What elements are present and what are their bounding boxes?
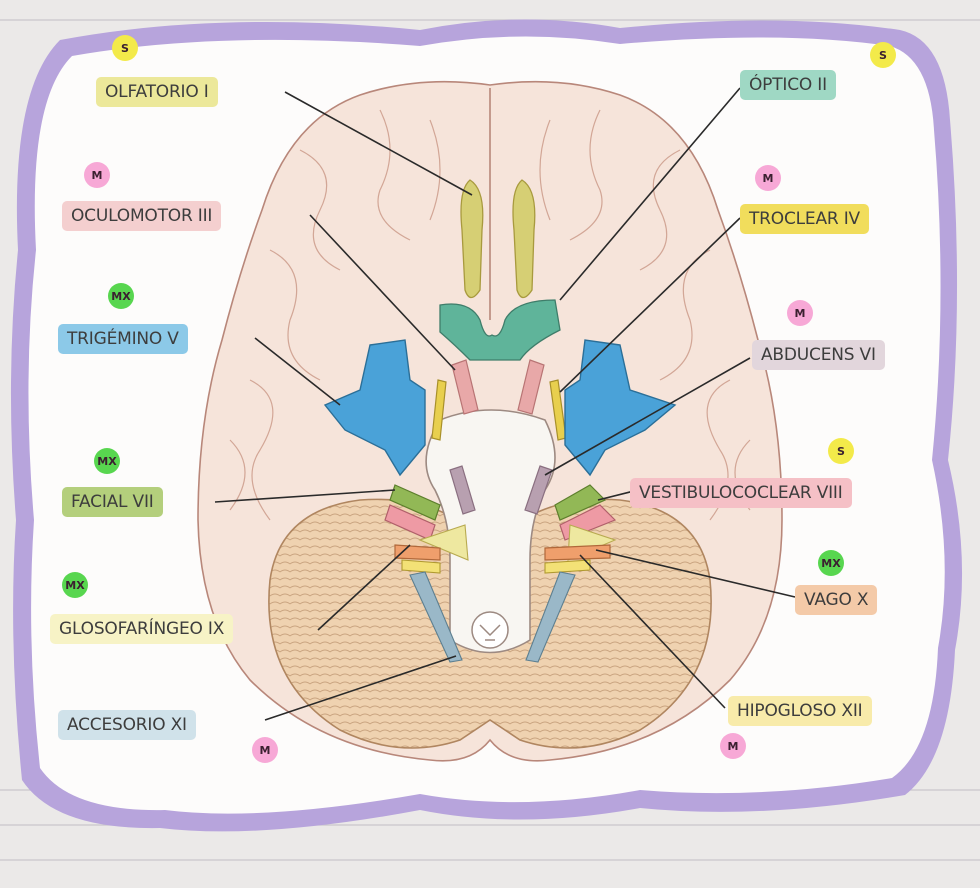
badge-motor: M: [84, 162, 110, 188]
label-vago: VAGO X: [795, 585, 877, 615]
brain-illustration: [198, 82, 782, 761]
label-accesorio: ACCESORIO XI: [58, 710, 196, 740]
label-oculomotor: OCULOMOTOR III: [62, 201, 221, 231]
label-optico: ÓPTICO II: [740, 70, 836, 100]
badge-mixed: MX: [108, 283, 134, 309]
label-vestibulococlear: VESTIBULOCOCLEAR VIII: [630, 478, 852, 508]
label-olfatorio: OLFATORIO I: [96, 77, 218, 107]
badge-motor: M: [755, 165, 781, 191]
label-hipogloso: HIPOGLOSO XII: [728, 696, 872, 726]
badge-motor: M: [720, 733, 746, 759]
badge-sensory: S: [870, 42, 896, 68]
label-troclear: TROCLEAR IV: [740, 204, 869, 234]
label-facial: FACIAL VII: [62, 487, 163, 517]
label-glosofaringeo: GLOSOFARÍNGEO IX: [50, 614, 233, 644]
badge-mixed: MX: [818, 550, 844, 576]
badge-motor: M: [787, 300, 813, 326]
badge-mixed: MX: [62, 572, 88, 598]
badge-motor: M: [252, 737, 278, 763]
badge-sensory: S: [112, 35, 138, 61]
label-trigemino: TRIGÉMINO V: [58, 324, 188, 354]
badge-sensory: S: [828, 438, 854, 464]
badge-mixed: MX: [94, 448, 120, 474]
label-abducens: ABDUCENS VI: [752, 340, 885, 370]
